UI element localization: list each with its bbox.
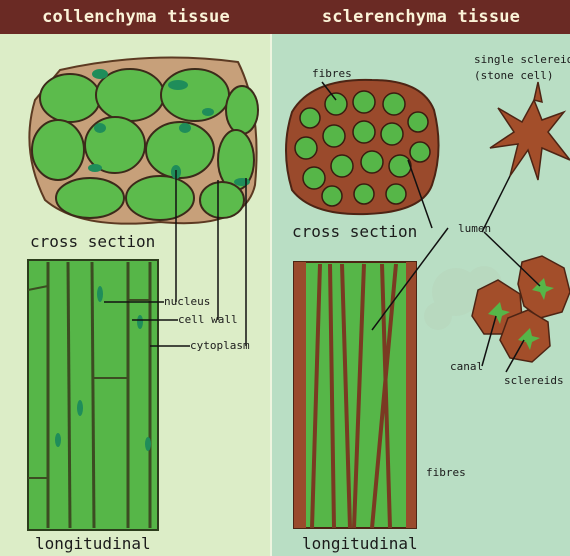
sclerenchyma-cross-section-label: cross section bbox=[292, 222, 417, 241]
cytoplasm-label: cytoplasm bbox=[190, 339, 250, 352]
stone-cell-label: (stone cell) bbox=[474, 69, 553, 82]
sclereids-label: sclereids bbox=[504, 374, 564, 387]
collenchyma-cross-section-drawing bbox=[29, 58, 258, 224]
sclerenchyma-cross-section-drawing bbox=[286, 80, 439, 214]
collenchyma-cross-section-label: cross section bbox=[30, 232, 155, 251]
single-sclereid-drawing bbox=[490, 82, 570, 180]
collenchyma-longitudinal-label: longitudinal bbox=[35, 534, 151, 553]
cell-wall-label: cell wall bbox=[178, 313, 238, 326]
nucleus-label: nucleus bbox=[164, 295, 210, 308]
sclerenchyma-longitudinal-label: longitudinal bbox=[302, 534, 418, 553]
sclerenchyma-longitudinal-drawing bbox=[294, 262, 416, 528]
canal-label: canal bbox=[450, 360, 483, 373]
sclerenchyma-panel: sclerenchyma tissue bbox=[272, 0, 570, 556]
collenchyma-panel: collenchyma tissue bbox=[0, 0, 272, 556]
collenchyma-illustration bbox=[0, 0, 272, 556]
collenchyma-longitudinal-drawing bbox=[28, 260, 158, 530]
fibres-bottom-label: fibres bbox=[426, 466, 466, 479]
sclereids-cluster-drawing bbox=[424, 256, 570, 362]
sclerenchyma-illustration bbox=[272, 0, 570, 556]
fibres-top-label: fibres bbox=[312, 67, 352, 80]
single-sclereid-label: single sclereid bbox=[474, 53, 570, 66]
lumen-label: lumen bbox=[458, 222, 491, 235]
